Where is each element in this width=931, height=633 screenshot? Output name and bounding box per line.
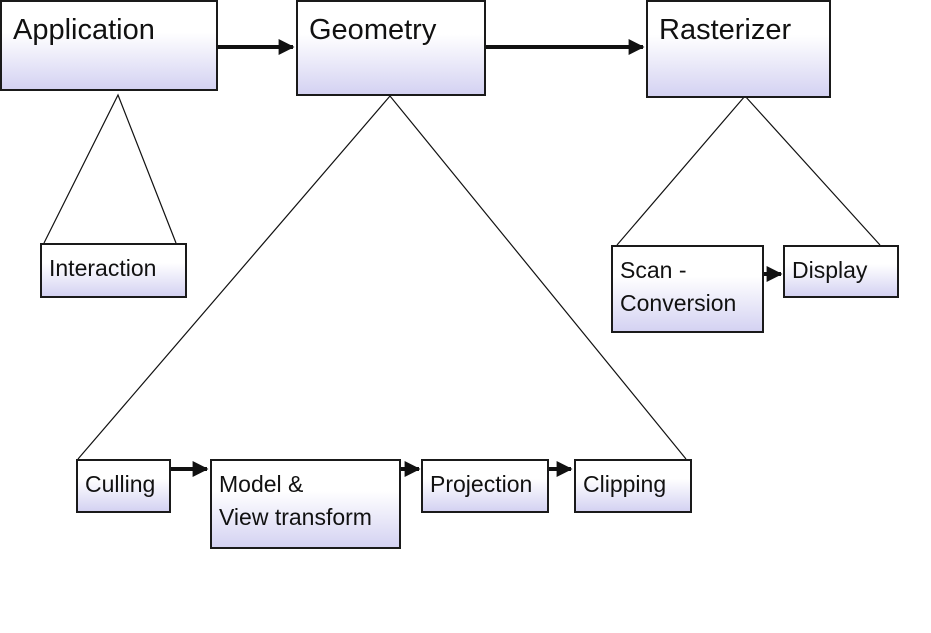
- display-label: Display: [792, 257, 868, 283]
- geometry-label: Geometry: [309, 14, 437, 46]
- scan-conversion-box: Scan - Conversion: [611, 245, 764, 333]
- rasterizer-expansion-lines: [616, 95, 881, 246]
- clipping-box: Clipping: [574, 459, 692, 513]
- display-box: Display: [783, 245, 899, 298]
- projection-box: Projection: [421, 459, 549, 513]
- clipping-label: Clipping: [583, 471, 667, 497]
- application-expansion-lines: [43, 93, 177, 244]
- geometry-box: Geometry: [296, 0, 486, 96]
- rasterizer-box: Rasterizer: [646, 0, 831, 98]
- application-label: Application: [13, 14, 155, 46]
- model-view-transform-box: Model & View transform: [210, 459, 401, 549]
- application-box: Application: [0, 0, 218, 91]
- geometry-expansion-lines: [77, 95, 687, 460]
- projection-label: Projection: [430, 471, 533, 497]
- rasterizer-label: Rasterizer: [659, 14, 792, 46]
- scan-conversion-label: Scan - Conversion: [620, 257, 737, 316]
- model-view-transform-label: Model & View transform: [219, 471, 372, 530]
- interaction-label: Interaction: [49, 255, 157, 281]
- culling-label: Culling: [85, 471, 156, 497]
- interaction-box: Interaction: [40, 243, 187, 298]
- culling-box: Culling: [76, 459, 171, 513]
